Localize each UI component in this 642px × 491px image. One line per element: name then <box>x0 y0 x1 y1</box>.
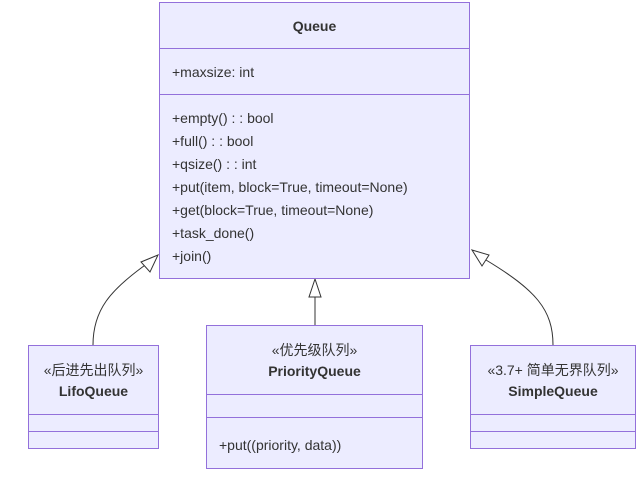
inheritance-arrowhead-simple <box>470 249 490 267</box>
queue-method: +join() <box>172 248 212 264</box>
class-priorityqueue-stereotype: «优先级队列» <box>271 342 358 358</box>
class-priorityqueue: «优先级队列» PriorityQueue +put((priority, da… <box>206 325 423 469</box>
inheritance-arrowhead-lifo <box>140 254 160 273</box>
queue-method: +put(item, block=True, timeout=None) <box>172 179 408 195</box>
priorityqueue-method: +put((priority, data)) <box>219 437 342 453</box>
class-simplequeue-name: SimpleQueue <box>508 383 598 399</box>
class-simplequeue-divider-1 <box>471 414 635 415</box>
queue-method: +task_done() <box>172 225 255 241</box>
class-lifoqueue-divider-1 <box>29 414 158 415</box>
queue-method: +qsize() : : int <box>172 156 257 172</box>
class-queue: Queue +maxsize: int +empty() : : bool +f… <box>159 2 470 279</box>
edge-simple-to-queue <box>485 259 554 346</box>
class-lifoqueue-divider-2 <box>29 431 158 432</box>
class-priorityqueue-divider-1 <box>207 394 422 395</box>
class-queue-divider-2 <box>160 94 469 95</box>
class-lifoqueue-name: LifoQueue <box>58 383 129 399</box>
class-simplequeue-stereotype: «3.7+ 简单无界队列» <box>487 362 619 378</box>
class-lifoqueue-stereotype: «后进先出队列» <box>43 362 144 378</box>
class-queue-divider-1 <box>160 48 469 49</box>
class-priorityqueue-name: PriorityQueue <box>268 363 361 379</box>
class-priorityqueue-divider-2 <box>207 417 422 418</box>
class-queue-name: Queue <box>292 18 337 34</box>
queue-method: +empty() : : bool <box>172 110 274 126</box>
edge-lifo-to-queue <box>92 262 149 346</box>
inheritance-arrowhead-priority <box>308 277 322 298</box>
queue-method: +get(block=True, timeout=None) <box>172 202 374 218</box>
class-simplequeue: «3.7+ 简单无界队列» SimpleQueue <box>470 345 636 449</box>
queue-attribute: +maxsize: int <box>172 64 255 80</box>
class-lifoqueue: «后进先出队列» LifoQueue <box>28 345 159 449</box>
class-simplequeue-divider-2 <box>471 431 635 432</box>
queue-method: +full() : : bool <box>172 133 254 149</box>
